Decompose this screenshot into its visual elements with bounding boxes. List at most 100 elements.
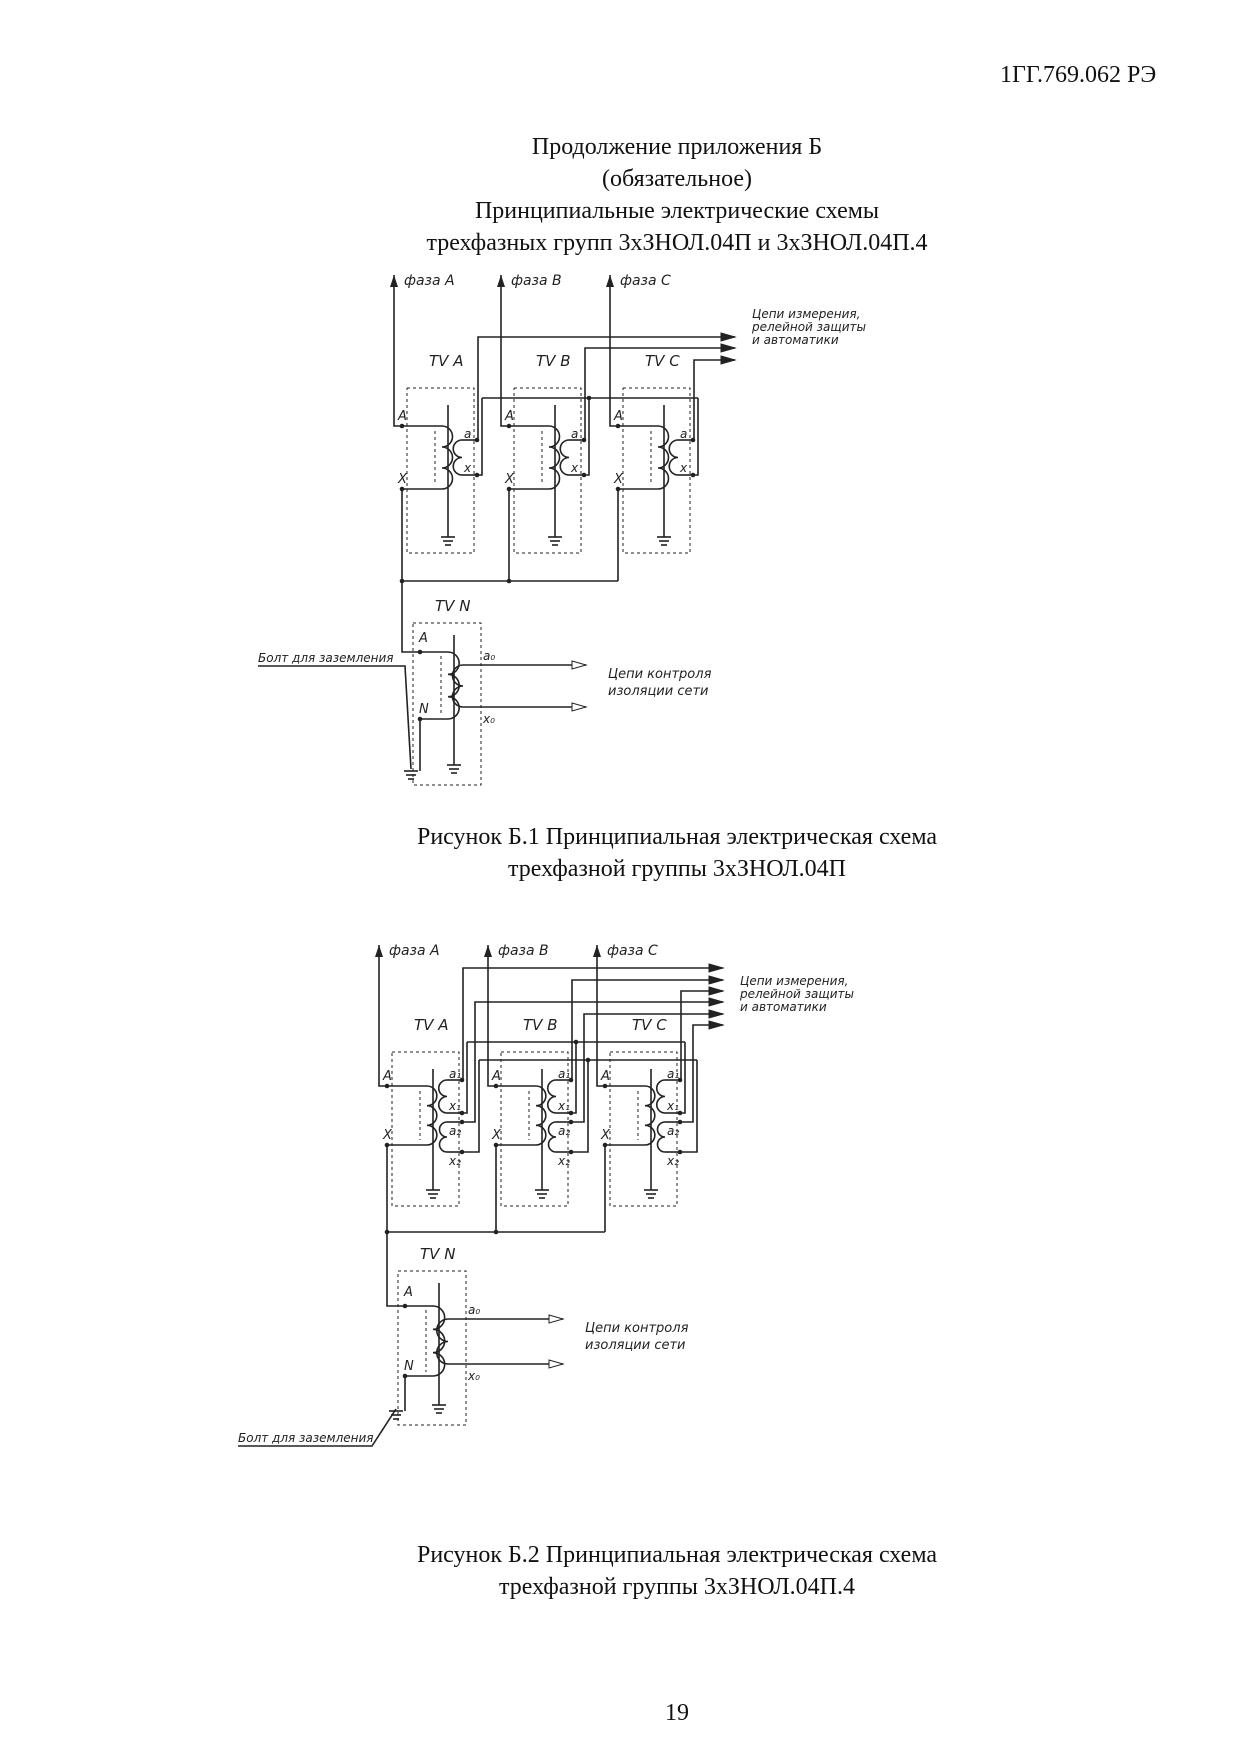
document-code: 1ГГ.769.062 РЭ (1000, 62, 1157, 88)
terminal-dot (506, 423, 512, 429)
terminal-label: x₁ (448, 1099, 461, 1113)
phase-label: фаза B (498, 943, 549, 959)
arrow-up-icon (497, 275, 505, 287)
arrow-up-icon (606, 275, 614, 287)
common-conductor (680, 1060, 698, 1153)
secondary-winding (452, 439, 463, 476)
ground-icon (657, 536, 671, 546)
terminal-label: x (463, 461, 472, 475)
ground-icon (441, 536, 455, 546)
transformer-enclosure (609, 1051, 678, 1207)
phase-conductor (393, 275, 442, 427)
common-conductor (462, 1042, 468, 1114)
phase-conductor (500, 275, 549, 427)
terminal-label: A (491, 1069, 501, 1084)
common-conductor (693, 398, 699, 476)
terminal-dot (615, 423, 621, 429)
terminal-label: A (382, 1069, 392, 1084)
terminal-label: X (613, 472, 624, 487)
secondary-winding (438, 1121, 448, 1153)
transformer-label: TV B (536, 352, 570, 370)
terminal-label: a₂ (449, 1124, 461, 1138)
figure2-caption: Рисунок Б.2 Принципиальная электрическая… (416, 1542, 938, 1568)
outputs-label: и автоматики (752, 333, 839, 347)
secondary-winding (547, 1121, 557, 1153)
terminal-label: a₂ (667, 1124, 679, 1138)
terminal-label: X (382, 1128, 393, 1143)
arrow-right-icon (708, 1009, 725, 1019)
terminal-label: a₀ (483, 649, 495, 663)
primary-winding (535, 1085, 547, 1146)
terminal-label: X (600, 1128, 611, 1143)
terminal-dot (585, 1057, 591, 1063)
outputs-label: релейной защиты (739, 987, 854, 1001)
common-conductor (477, 398, 483, 476)
figure1-caption: Рисунок Б.1 Принципиальная электрическая… (416, 824, 938, 850)
arrow-right-icon (571, 702, 588, 712)
control-label: Цепи контроля (585, 1321, 689, 1336)
output-conductor (462, 1001, 723, 1123)
arrow-right-icon (708, 963, 725, 973)
control-label: изоляции сети (585, 1338, 686, 1353)
transformer-label: TV C (632, 1016, 667, 1034)
ground-icon (447, 764, 461, 774)
ground-conductor (404, 1375, 433, 1411)
terminal-label: x₀ (467, 1369, 480, 1383)
terminal-label: N (419, 702, 429, 717)
terminal-label: a₁ (667, 1067, 679, 1081)
phase-label: фаза B (511, 273, 562, 289)
terminal-dot (493, 1229, 499, 1235)
common-conductor (462, 1060, 480, 1153)
phase-label: фаза A (404, 273, 455, 289)
terminal-label: X (491, 1128, 502, 1143)
transformer-label: TV N (435, 597, 470, 615)
terminal-label: x (679, 461, 688, 475)
output-conductor (584, 347, 735, 441)
secondary-winding (559, 439, 570, 476)
phase-label: фаза A (389, 943, 440, 959)
transformer-enclosure (406, 387, 475, 554)
terminal-dot (506, 578, 512, 584)
transformer-enclosure (412, 622, 482, 786)
ground-icon (426, 1189, 440, 1199)
arrow-right-icon (548, 1314, 565, 1324)
terminal-label: a₂ (558, 1124, 570, 1138)
arrow-right-icon (571, 660, 588, 670)
secondary-winding (547, 1079, 557, 1114)
appendix-title: Продолжение приложения Б (531, 134, 823, 160)
arrow-up-icon (484, 945, 492, 957)
phase-conductor (487, 945, 536, 1087)
section-title: Принципиальные электрические схемы (474, 198, 880, 224)
terminal-label: a (680, 427, 687, 441)
arrow-up-icon (593, 945, 601, 957)
figure1-caption-2: трехфазной группы 3хЗНОЛ.04П (507, 856, 846, 882)
output-conductor (571, 979, 723, 1081)
terminal-label: A (418, 631, 428, 646)
ground-leader (258, 665, 412, 770)
transformer-label: TV N (420, 1245, 455, 1263)
secondary-winding (656, 1079, 666, 1114)
common-conductor (680, 1042, 686, 1114)
transformer-label: TV C (645, 352, 680, 370)
terminal-dot (384, 1083, 390, 1089)
output-conductor (477, 336, 735, 441)
transformer-label: TV A (429, 352, 463, 370)
terminal-dot (399, 423, 405, 429)
terminal-label: A (600, 1069, 610, 1084)
terminal-label: x₂ (666, 1154, 679, 1168)
ground-icon (548, 536, 562, 546)
arrow-right-icon (708, 997, 725, 1007)
secondary-winding (438, 1079, 448, 1114)
terminal-label: A (403, 1285, 413, 1300)
phase-label: фаза C (620, 273, 671, 289)
outputs-label: релейной защиты (751, 320, 866, 334)
terminal-label: a (464, 427, 471, 441)
arrow-right-icon (720, 355, 737, 365)
ground-icon (644, 1189, 658, 1199)
